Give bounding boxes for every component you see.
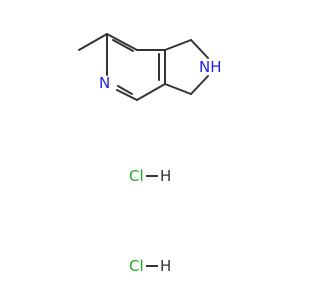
ring-nitrogen-label: N <box>99 74 110 92</box>
bond-c6-c7 <box>106 33 138 51</box>
bond-c4-n5-inner <box>117 85 133 95</box>
hydrogen-label-2: H <box>160 257 171 275</box>
bond-c4-n5 <box>116 89 138 101</box>
chlorine-label-2: Cl <box>129 257 144 275</box>
bond-c3a-c4 <box>136 83 166 101</box>
bond-n2-c3 <box>190 75 209 95</box>
chlorine-label-1: Cl <box>129 167 144 185</box>
structure-canvas: N NH Cl H Cl H <box>78 33 222 275</box>
bond-c3-c3a <box>164 83 192 95</box>
hcl-salt-1: Cl H <box>129 167 171 185</box>
bond-c7a-c1 <box>164 39 192 51</box>
hcl-salt-2: Cl H <box>129 257 171 275</box>
bond-c6-c7-inner <box>112 39 134 52</box>
molecule-skeleton <box>78 33 209 101</box>
hydrogen-label-1: H <box>160 167 171 185</box>
amine-label: NH <box>199 58 222 76</box>
bond-methyl <box>78 33 108 51</box>
bond-c1-n2 <box>190 39 209 59</box>
